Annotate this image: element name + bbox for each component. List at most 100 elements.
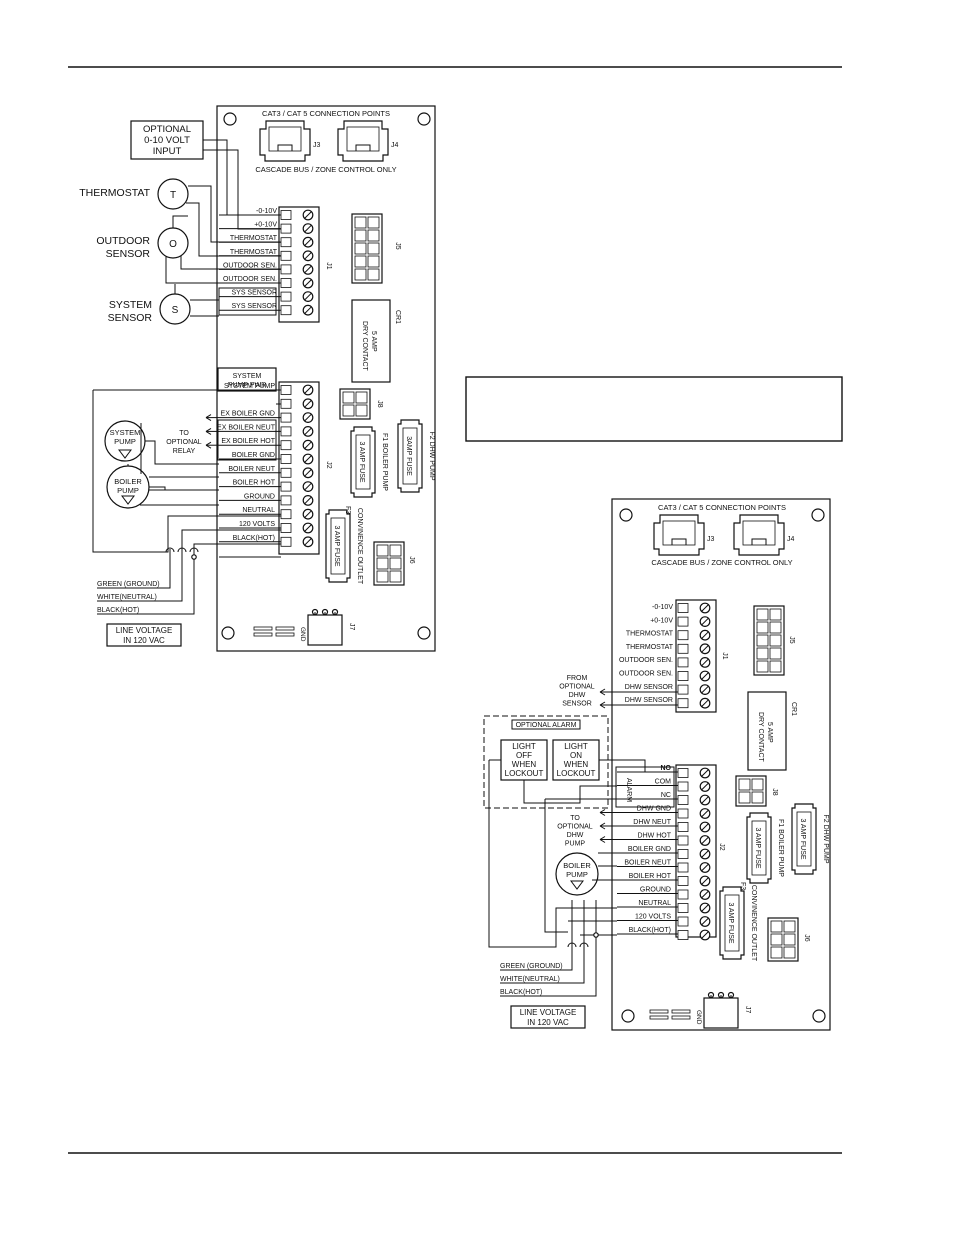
screw-slot <box>701 850 709 858</box>
optional-relay-label: RELAY <box>173 448 196 455</box>
terminal-slot <box>280 223 292 234</box>
terminal-slot <box>280 454 292 464</box>
screw-slot <box>701 931 709 939</box>
terminal-slot <box>280 398 292 409</box>
dhw-sensor-arrows <box>599 688 606 709</box>
fuse-body <box>355 434 371 490</box>
wire-boiler-pump-neut <box>149 486 166 490</box>
j7-label: J7 <box>744 1006 751 1014</box>
wire-crossover <box>579 942 589 948</box>
screw-slot <box>304 496 312 505</box>
terminal-slot <box>280 426 292 437</box>
j1-terminal-block <box>278 206 320 323</box>
connector-pin <box>367 229 380 242</box>
fuse-rating: 3 AMP FUSE <box>358 441 365 482</box>
cr1-label: CR1 <box>394 310 401 324</box>
j2-terminal-label: BOILER HOT <box>629 873 672 880</box>
dhw-sensor-label: SENSOR <box>562 701 592 708</box>
connector-pin <box>376 544 389 557</box>
f3-label: F3 <box>739 882 746 890</box>
screw-slot <box>701 782 709 791</box>
screw-slot <box>701 904 709 912</box>
j5-label: J5 <box>394 242 401 250</box>
connector-pin <box>756 608 769 621</box>
jack-opening <box>662 520 696 546</box>
wire-crossover <box>189 547 199 553</box>
mounting-hole <box>417 626 431 640</box>
j1-terminal-label: OUTDOOR SEN. <box>223 262 277 269</box>
boiler-pump-label-2: PUMP <box>566 870 588 879</box>
terminal-slot <box>677 657 689 668</box>
line-voltage-wire-label: BLACK(HOT) <box>97 607 139 614</box>
j2-terminal-label: DHW HOT <box>638 833 672 840</box>
terminal-slot <box>677 671 689 681</box>
cr1-rating: 5 AMP <box>370 331 377 352</box>
screw-slot <box>304 441 312 449</box>
terminal-slot <box>280 210 292 220</box>
connector-pin <box>756 634 769 647</box>
j2-terminal-label: BLACK(HOT) <box>233 535 275 542</box>
boiler-pump-triangle <box>121 495 135 505</box>
connector-pin <box>354 229 367 242</box>
optional-input-box <box>130 120 204 160</box>
connector-pin <box>354 242 367 255</box>
light-on-label: WHEN <box>564 760 589 769</box>
cr1-rating: 5 AMP <box>766 722 773 743</box>
screw-slot <box>701 863 709 872</box>
connection-points-label: CAT3 / CAT 5 CONNECTION POINTS <box>658 503 786 512</box>
dhw-pump-label: OPTIONAL <box>557 824 593 831</box>
j2-terminal-label: NEUTRAL <box>638 900 671 907</box>
j4-label: J4 <box>787 536 795 543</box>
light-on-label: ON <box>570 751 582 760</box>
optional-alarm-label-box <box>511 719 581 730</box>
jack-opening <box>268 126 302 152</box>
line-voltage-wire <box>500 900 585 984</box>
terminal-slot <box>677 808 689 819</box>
terminal-slot <box>280 291 292 302</box>
j2-terminal-label: GROUND <box>244 493 275 500</box>
j2-terminal-label: EX BOILER NEUT <box>217 424 276 431</box>
thermostat-symbol <box>157 178 189 210</box>
dhw-pump-arrow <box>599 809 606 816</box>
light-off-label: WHEN <box>512 760 537 769</box>
j1-terminal-label: OUTDOOR SEN. <box>223 276 277 283</box>
j2-terminal-label: BOILER NEUT <box>624 860 671 867</box>
wire-system-pump-neut <box>145 440 219 465</box>
mounting-hole <box>621 1009 635 1023</box>
screw-slot <box>304 224 312 233</box>
ex-boiler-terminal-box <box>217 419 277 461</box>
j7-body <box>703 997 739 1029</box>
terminal-slot <box>677 889 689 900</box>
screw-slot <box>701 685 709 694</box>
system-sensor-symbol-label: S <box>172 305 179 316</box>
boiler-pump-triangle <box>570 880 584 890</box>
line-voltage-wire <box>500 900 573 971</box>
jack-opening <box>346 126 380 152</box>
cascade-bus-label: CASCADE BUS / ZONE CONTROL ONLY <box>255 165 396 174</box>
wire-thermostat-2 <box>186 202 281 257</box>
terminal-slot <box>677 795 689 805</box>
j1-terminal-label: DHW SENSOR <box>625 684 673 691</box>
wire-nc-to-neutral <box>544 799 568 933</box>
terminal-slot <box>677 916 689 927</box>
j2-terminal-label: EX BOILER GND <box>221 411 275 418</box>
screw-slot <box>701 796 709 804</box>
connector-pin <box>756 647 769 660</box>
j8-label: J8 <box>771 788 778 796</box>
j1-terminal-label: SYS SENSOR <box>231 303 277 310</box>
cr1-label: CR1 <box>790 702 797 716</box>
connector-pin <box>769 621 782 634</box>
screw-slot <box>304 265 312 274</box>
mounting-hole <box>223 112 237 126</box>
light-on-label: LIGHT <box>564 742 588 751</box>
j3-label: J3 <box>313 142 321 149</box>
j6-connector <box>373 541 405 586</box>
terminal-slot <box>280 264 292 275</box>
light-off-label: LIGHT <box>512 742 536 751</box>
connector-pin <box>376 557 389 570</box>
optional-relay-label: TO <box>179 430 189 437</box>
fuse-title: F2 DHW PUMP <box>428 432 435 481</box>
terminal-slot <box>677 630 689 641</box>
